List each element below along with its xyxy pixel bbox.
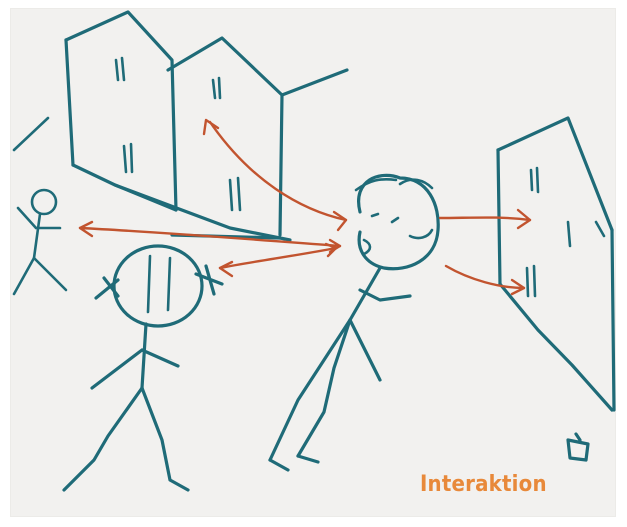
doodle-object: [568, 434, 588, 460]
stick-figure-child: [64, 246, 222, 490]
building-right: [498, 118, 614, 410]
stick-figure-main: [270, 175, 438, 470]
building-edge-left: [14, 118, 48, 150]
interaction-arrows: [80, 120, 530, 294]
stick-figure-small: [14, 190, 66, 294]
caption-label: Interaktion: [420, 472, 547, 497]
